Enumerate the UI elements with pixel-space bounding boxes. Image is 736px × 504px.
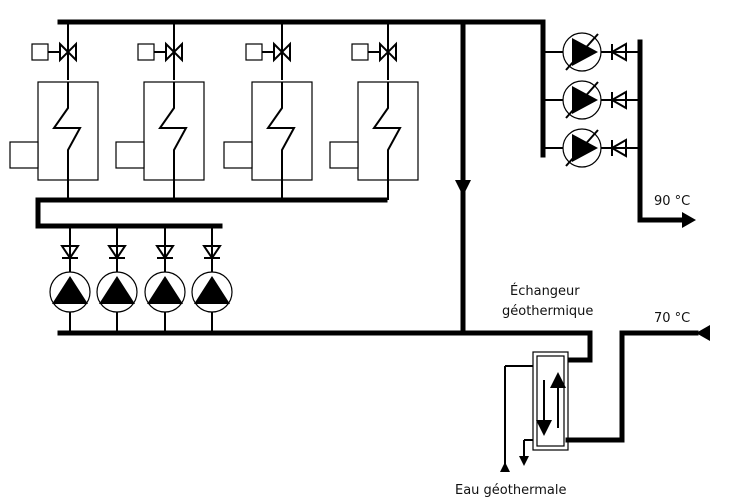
heat-pump-unit	[9, 22, 99, 200]
check-valve-icon	[60, 245, 80, 260]
temp-return-label: 70 °C	[654, 311, 690, 326]
heat-pump-unit	[329, 22, 419, 200]
valve-icon	[273, 41, 291, 63]
geothermal-arrow-down	[519, 456, 529, 466]
heat-pump-group	[9, 22, 419, 200]
check-valve-icon	[609, 138, 627, 158]
control-box	[31, 43, 49, 61]
supply-pump	[543, 32, 640, 72]
check-valve-icon	[609, 42, 627, 62]
circulation-pump	[144, 226, 186, 333]
control-box	[137, 43, 155, 61]
geothermal-exchanger	[500, 325, 710, 472]
supply-pump	[543, 80, 640, 120]
check-valve-icon	[202, 245, 222, 260]
circulation-pump	[96, 226, 138, 333]
exchanger-label-line2: géothermique	[502, 304, 593, 319]
bottom-pump-group	[49, 226, 233, 333]
geothermal-water-label: Eau géothermale	[455, 483, 566, 498]
heat-exchange-coil-icon	[372, 82, 402, 180]
heat-exchange-coil-icon	[52, 82, 82, 180]
check-valve-icon	[155, 245, 175, 260]
heat-exchange-coil-icon	[266, 82, 296, 180]
valve-icon	[165, 41, 183, 63]
exchanger-core	[536, 355, 565, 447]
heat-exchange-coil-icon	[158, 82, 188, 180]
hot-outlet-arrow	[682, 212, 696, 228]
check-valve-icon	[107, 245, 127, 260]
geothermal-arrow-up	[500, 462, 510, 472]
circulation-pump	[191, 226, 233, 333]
return-inlet-arrow	[696, 325, 710, 341]
main-pipes	[35, 19, 696, 336]
heat-pump-unit	[223, 22, 313, 200]
heat-pump-motor	[223, 141, 253, 169]
control-box	[245, 43, 263, 61]
right-pump-group	[543, 32, 640, 168]
valve-icon	[379, 41, 397, 63]
temp-hot-label: 90 °C	[654, 194, 690, 209]
circulation-pump	[49, 226, 91, 333]
heat-pump-motor	[9, 141, 39, 169]
heat-pump-motor	[329, 141, 359, 169]
check-valve-icon	[609, 90, 627, 110]
valve-icon	[59, 41, 77, 63]
heat-pump-motor	[115, 141, 145, 169]
supply-pump	[543, 128, 640, 168]
heat-pump-unit	[115, 22, 205, 200]
control-box	[351, 43, 369, 61]
exchanger-label-line1: Échangeur	[510, 283, 580, 299]
flow-arrow-down	[455, 180, 471, 196]
